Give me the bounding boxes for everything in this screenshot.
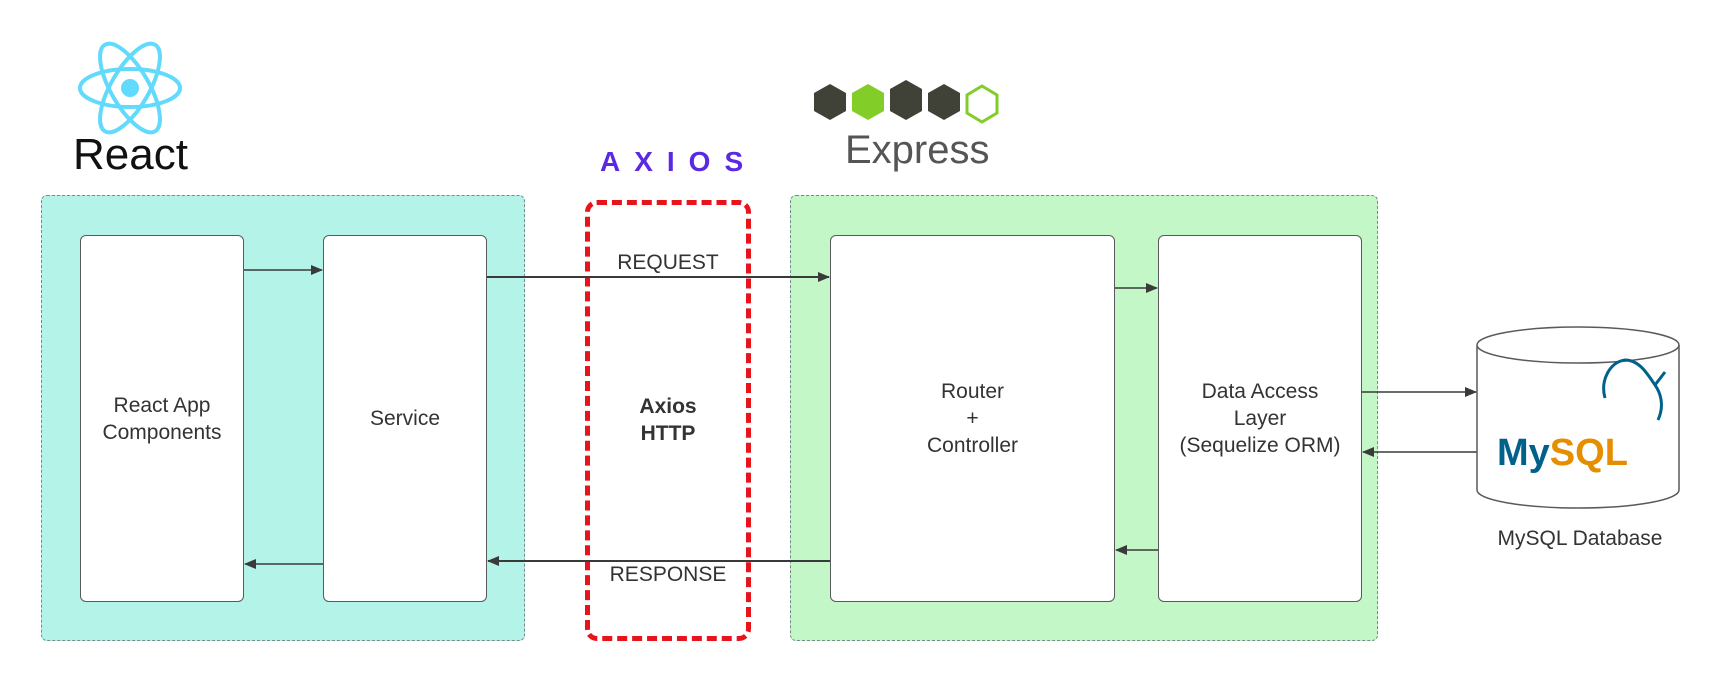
react-wordmark: React [73,130,188,179]
react-app-components-box: React App Components [80,235,244,602]
database-cylinder-icon [1476,326,1680,509]
axios-wordmark: AXIOS [600,146,758,177]
axios-http-label: Axios HTTP [639,395,697,445]
react-atom-icon [78,41,182,135]
axios-zone [585,200,751,641]
data-access-layer-box: Data Access Layer (Sequelize ORM) [1158,235,1362,602]
request-label: REQUEST [617,251,719,274]
mysql-my-text: My [1497,432,1550,474]
mysql-sql-text: SQL [1549,432,1628,474]
express-wordmark: Express [845,128,990,172]
router-controller-box: Router + Controller [830,235,1115,602]
response-label: RESPONSE [609,563,727,586]
node-logo-icon [814,80,999,124]
mysql-dolphin-icon [1602,358,1667,421]
service-box: Service [323,235,487,602]
mysql-database-label: MySQL Database [1497,527,1663,550]
mysql-wordmark: MySQL [1497,432,1628,475]
